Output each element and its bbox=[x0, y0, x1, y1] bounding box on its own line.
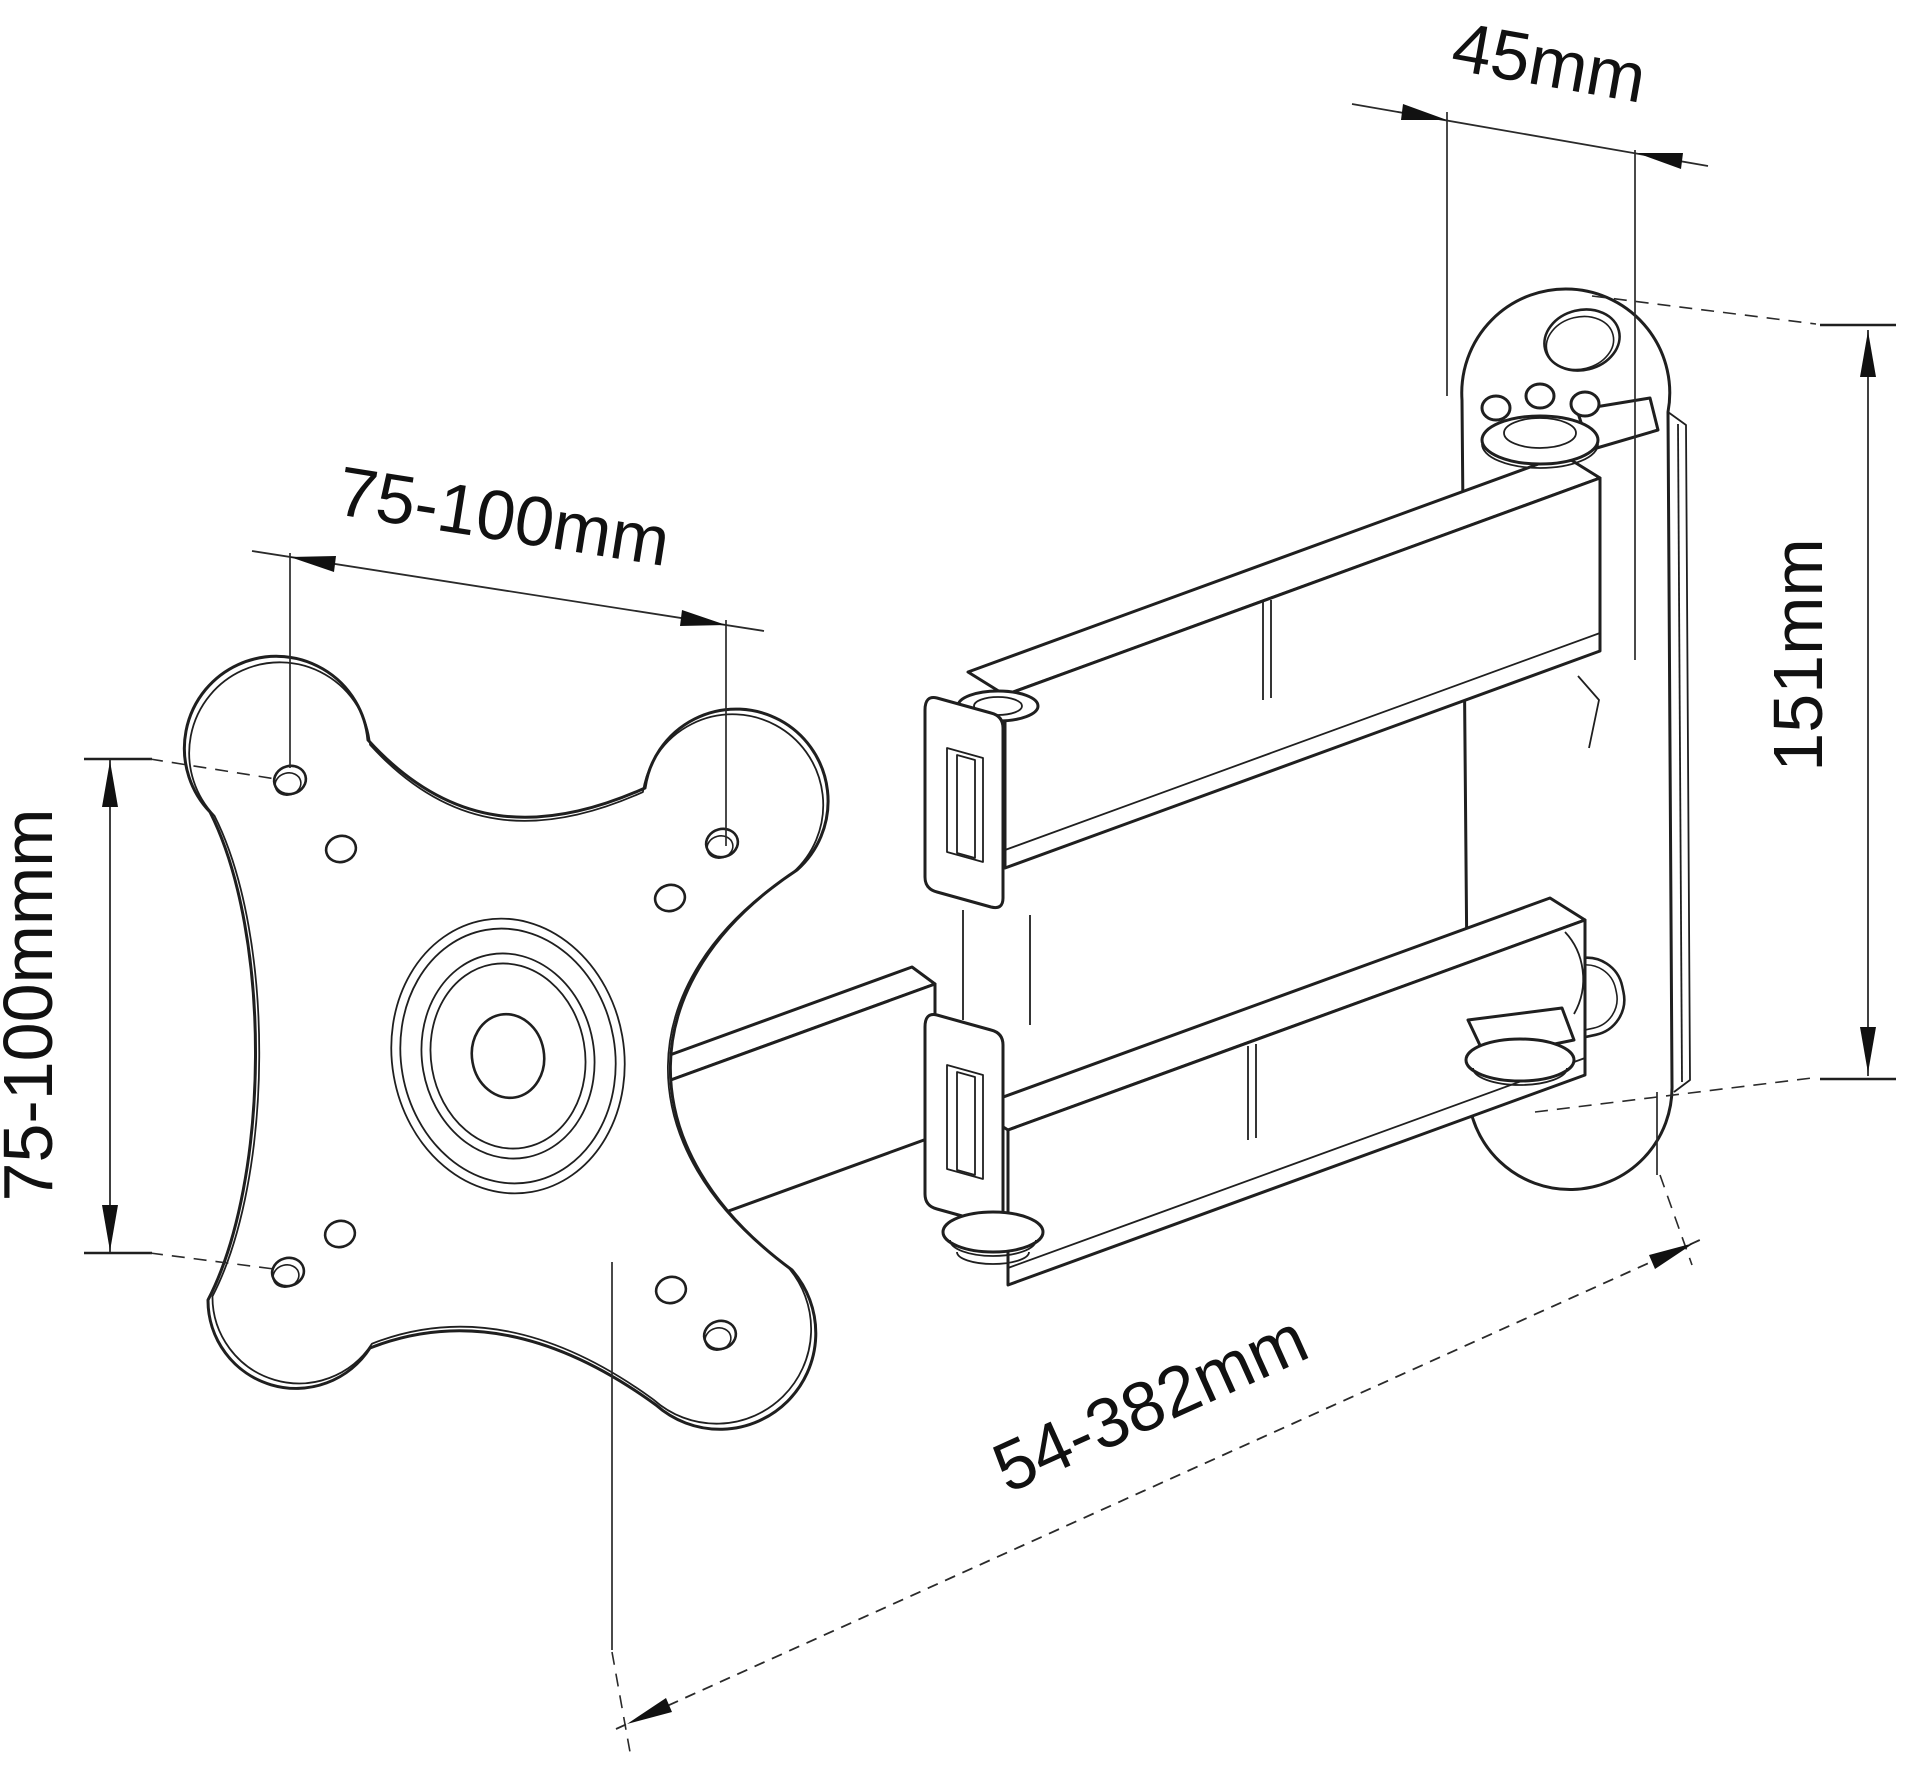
arrowhead bbox=[290, 556, 336, 572]
boss-ring bbox=[429, 962, 587, 1150]
lower-arm-front-face bbox=[1006, 918, 1587, 1287]
lower-arm-bottom-edge-line bbox=[1007, 1057, 1586, 1269]
upper-arm-front-face bbox=[1003, 476, 1602, 870]
boss-ring bbox=[420, 952, 596, 1160]
top-hinge bbox=[1480, 382, 1660, 469]
vesa-hole-inner bbox=[272, 1264, 300, 1288]
vesa-plate bbox=[182, 654, 830, 1431]
lower-arm bbox=[971, 896, 1587, 1287]
vesa-plate-inner-edge bbox=[188, 661, 825, 1425]
elbow-joint bbox=[923, 689, 1045, 1265]
dim-label-wall-plate-height: 151mm bbox=[1759, 538, 1837, 771]
vesa-inner-holes bbox=[323, 834, 688, 1305]
elbow-bottom-slot-inner bbox=[956, 1071, 976, 1176]
bottom-hinge bbox=[1464, 931, 1585, 1086]
dim-label-vesa-width: 75-100mm bbox=[332, 452, 675, 581]
elbow-top-slot-cover bbox=[923, 696, 1005, 910]
elbow-top-slot bbox=[946, 747, 984, 863]
dimension-line bbox=[615, 1238, 1703, 1730]
vesa-inner-hole bbox=[323, 1219, 357, 1249]
dim-label-arm-reach: 54-382mm bbox=[982, 1299, 1319, 1508]
arrowhead bbox=[102, 1205, 118, 1251]
arrowhead bbox=[627, 1698, 672, 1724]
elbow-top-slot-inner bbox=[956, 754, 976, 859]
elbow-bottom-disc-rim2 bbox=[956, 1251, 1030, 1265]
arrowhead bbox=[1649, 1243, 1694, 1269]
extension-tick bbox=[611, 1651, 631, 1753]
elbow-bottom-disc bbox=[941, 1210, 1045, 1254]
vesa-inner-hole bbox=[654, 1275, 688, 1305]
boss-ring bbox=[390, 917, 626, 1195]
top-hinge-screw bbox=[1569, 390, 1601, 418]
vesa-hole-inner bbox=[274, 772, 302, 796]
top-hinge-cap bbox=[1480, 414, 1600, 466]
bottom-hinge-disc-rim bbox=[1472, 1067, 1568, 1086]
bottom-hinge-disc bbox=[1464, 1037, 1576, 1083]
vesa-hole-inner bbox=[704, 1327, 732, 1351]
top-hinge-screw bbox=[1524, 382, 1556, 410]
leader-line bbox=[1534, 1077, 1813, 1113]
dimension-wall-plate-height: 151mm bbox=[1534, 295, 1896, 1113]
dim-label-wall-plate-depth: 45mm bbox=[1447, 7, 1652, 118]
top-hinge-screw bbox=[1480, 394, 1512, 422]
wall-plate-safety-latch bbox=[1577, 675, 1600, 749]
wall-plate-side-edge bbox=[1667, 411, 1691, 1093]
vesa-hole-inner bbox=[706, 835, 734, 859]
vesa-corner-holes bbox=[270, 764, 740, 1351]
wall-plate-top-mount-hole-inner bbox=[1545, 315, 1615, 371]
wall-plate-side-inner-line bbox=[1677, 423, 1683, 1083]
elbow-bottom-slot-cover bbox=[923, 1013, 1005, 1227]
top-hinge-cap-rim bbox=[1481, 443, 1599, 469]
wall-plate-top-mount-hole bbox=[1543, 308, 1621, 372]
arrowhead bbox=[680, 610, 726, 626]
boss-center-hole bbox=[470, 1012, 546, 1100]
elbow-bottom-disc-rim bbox=[949, 1239, 1037, 1257]
arrowhead bbox=[1401, 104, 1447, 120]
top-hinge-cap-inner bbox=[1503, 417, 1577, 449]
bottom-hinge-hook bbox=[1564, 931, 1585, 1015]
arrowhead bbox=[102, 761, 118, 807]
dimension-line bbox=[251, 550, 765, 632]
upper-arm-bottom-edge-line bbox=[1004, 632, 1601, 851]
leader-line bbox=[1591, 295, 1817, 325]
vesa-inner-hole bbox=[653, 883, 687, 913]
arrowhead bbox=[1860, 1027, 1876, 1073]
arrowhead bbox=[1637, 153, 1683, 169]
boss-ring bbox=[399, 927, 617, 1185]
vesa-inner-hole bbox=[324, 834, 358, 864]
dim-label-vesa-height: 75-100mmm bbox=[0, 809, 67, 1202]
upper-arm bbox=[966, 453, 1602, 870]
arrowhead bbox=[1860, 331, 1876, 377]
extension-tick bbox=[1659, 1174, 1693, 1266]
elbow-bottom-slot bbox=[946, 1064, 984, 1180]
center-boss bbox=[390, 917, 626, 1195]
dimension-vesa-height: 75-100mmm bbox=[0, 757, 277, 1270]
